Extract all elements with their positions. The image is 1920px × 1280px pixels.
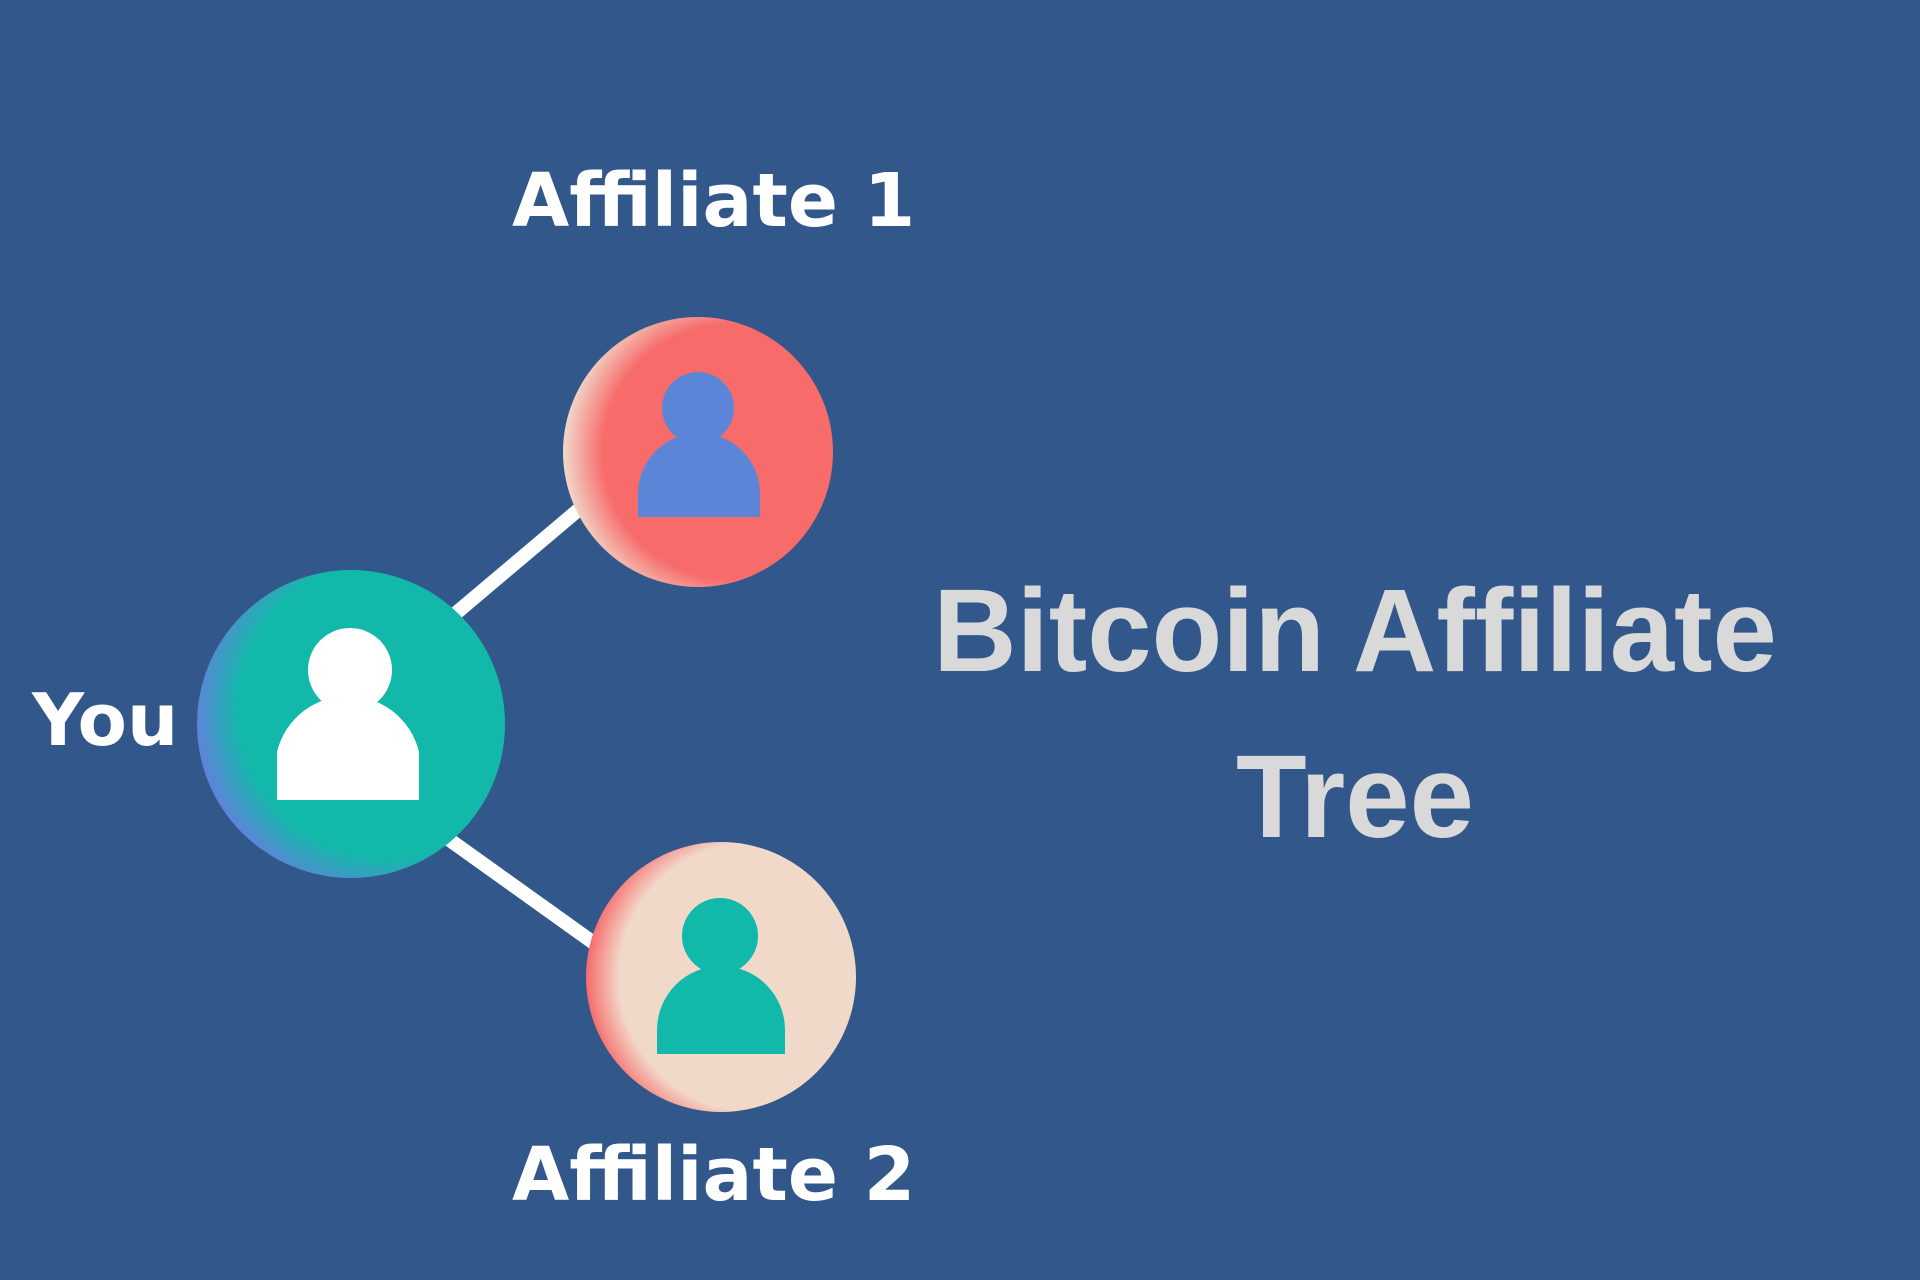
affiliate-2-label: Affiliate 2	[512, 1132, 916, 1218]
connector-you-affiliate-2	[442, 832, 603, 952]
node-you	[197, 570, 505, 878]
connector-you-affiliate-1	[450, 494, 595, 620]
you-label: You	[32, 678, 179, 762]
affiliate-1-label: Affiliate 1	[512, 158, 916, 244]
node-affiliate-2	[586, 842, 856, 1112]
diagram-title: Bitcoin Affiliate Tree	[860, 548, 1850, 880]
person-icon	[657, 898, 785, 1054]
title-line-2: Tree	[1236, 731, 1474, 863]
person-icon	[277, 628, 419, 800]
title-line-1: Bitcoin Affiliate	[933, 565, 1777, 697]
person-icon	[638, 372, 760, 517]
node-affiliate-1	[563, 317, 833, 587]
